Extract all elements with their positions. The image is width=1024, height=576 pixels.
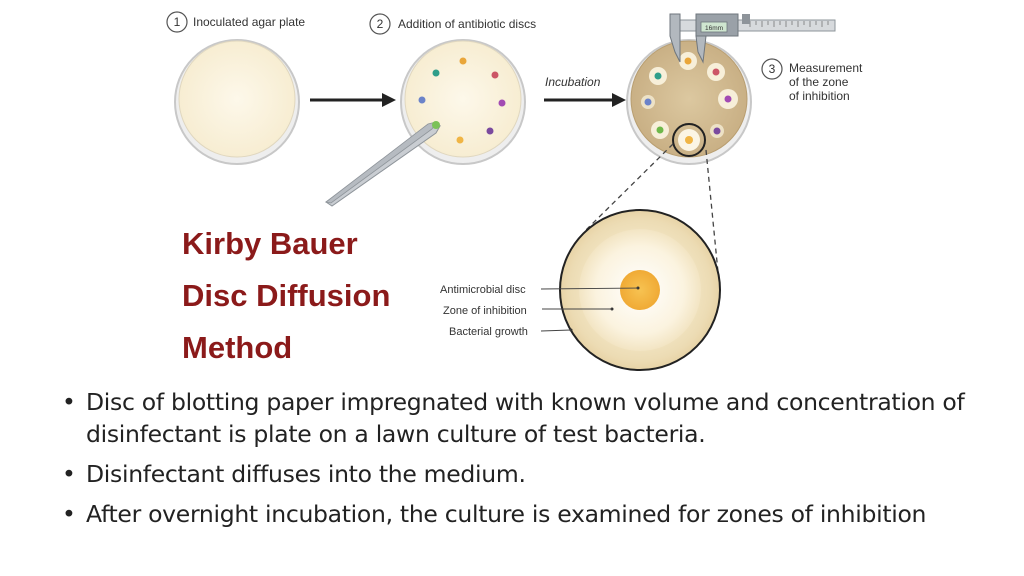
step-1-header: 1 Inoculated agar plate (166, 11, 305, 33)
zoom-target-ring (672, 123, 706, 157)
disc-violet (486, 127, 494, 135)
step-1-badge (166, 11, 188, 33)
zoomed-plate-view (540, 209, 721, 371)
bullet-text: Disc of blotting paper impregnated with … (86, 388, 965, 448)
title-line-2: Disc Diffusion (182, 278, 390, 313)
disc-orange (459, 57, 467, 65)
plate-inoculated (174, 39, 300, 165)
disc-purple (498, 99, 506, 107)
step-2-label: Addition of antibiotic discs (398, 17, 536, 31)
antimicrobial-disc (620, 270, 660, 310)
incubation-label: Incubation (545, 75, 601, 89)
disc-red (491, 71, 499, 79)
bullet-item-3: • After overnight incubation, the cultur… (62, 498, 992, 530)
step-3-badge (761, 58, 783, 80)
zoom-lines (585, 143, 719, 273)
caliper-icon: 16mm (669, 13, 836, 64)
bullet-item-1: • Disc of blotting paper impregnated wit… (62, 386, 992, 450)
label-bacterial-growth: Bacterial growth (449, 326, 528, 338)
label-zone-of-inhibition: Zone of inhibition (443, 305, 527, 317)
disc-yellow (456, 136, 464, 144)
bullet-marker: • (62, 388, 76, 416)
step-3-label-line-1: Measurement (789, 61, 863, 75)
kirby-bauer-diagram: 1 Inoculated agar plate 2 Addition of an… (150, 0, 874, 378)
bullet-text: After overnight incubation, the culture … (86, 500, 927, 528)
label-antimicrobial-disc: Antimicrobial disc (440, 284, 526, 296)
inhibition-zones (641, 52, 738, 151)
step-3-header: 3 Measurement of the zone of inhibition (761, 58, 863, 103)
plate-incubated (626, 39, 752, 165)
step-2-header: 2 Addition of antibiotic discs (369, 13, 536, 35)
step-3-label-line-2: of the zone (789, 75, 849, 89)
bullet-marker: • (62, 460, 76, 488)
step-2-badge (369, 13, 391, 35)
step-1-label: Inoculated agar plate (193, 15, 305, 29)
forceps-icon (325, 121, 442, 207)
diagram-canvas: 1 Inoculated agar plate 2 Addition of an… (166, 11, 863, 371)
arrow-2 (544, 93, 626, 107)
plate-discs-added (400, 39, 526, 165)
bullet-text: Disinfectant diffuses into the medium. (86, 460, 526, 488)
title-line-3: Method (182, 330, 292, 365)
step-3-number: 3 (769, 62, 776, 76)
disc-teal (432, 69, 440, 77)
step-3-label-line-3: of inhibition (789, 89, 850, 103)
bullet-marker: • (62, 500, 76, 528)
bullet-list: • Disc of blotting paper impregnated wit… (62, 386, 992, 538)
arrow-1 (310, 93, 396, 107)
step-1-number: 1 (174, 15, 181, 29)
disc-blue (418, 96, 426, 104)
caliper-reading: 16mm (705, 25, 723, 32)
step-2-number: 2 (377, 17, 384, 31)
title-line-1: Kirby Bauer (182, 226, 358, 261)
bullet-item-2: • Disinfectant diffuses into the medium. (62, 458, 992, 490)
